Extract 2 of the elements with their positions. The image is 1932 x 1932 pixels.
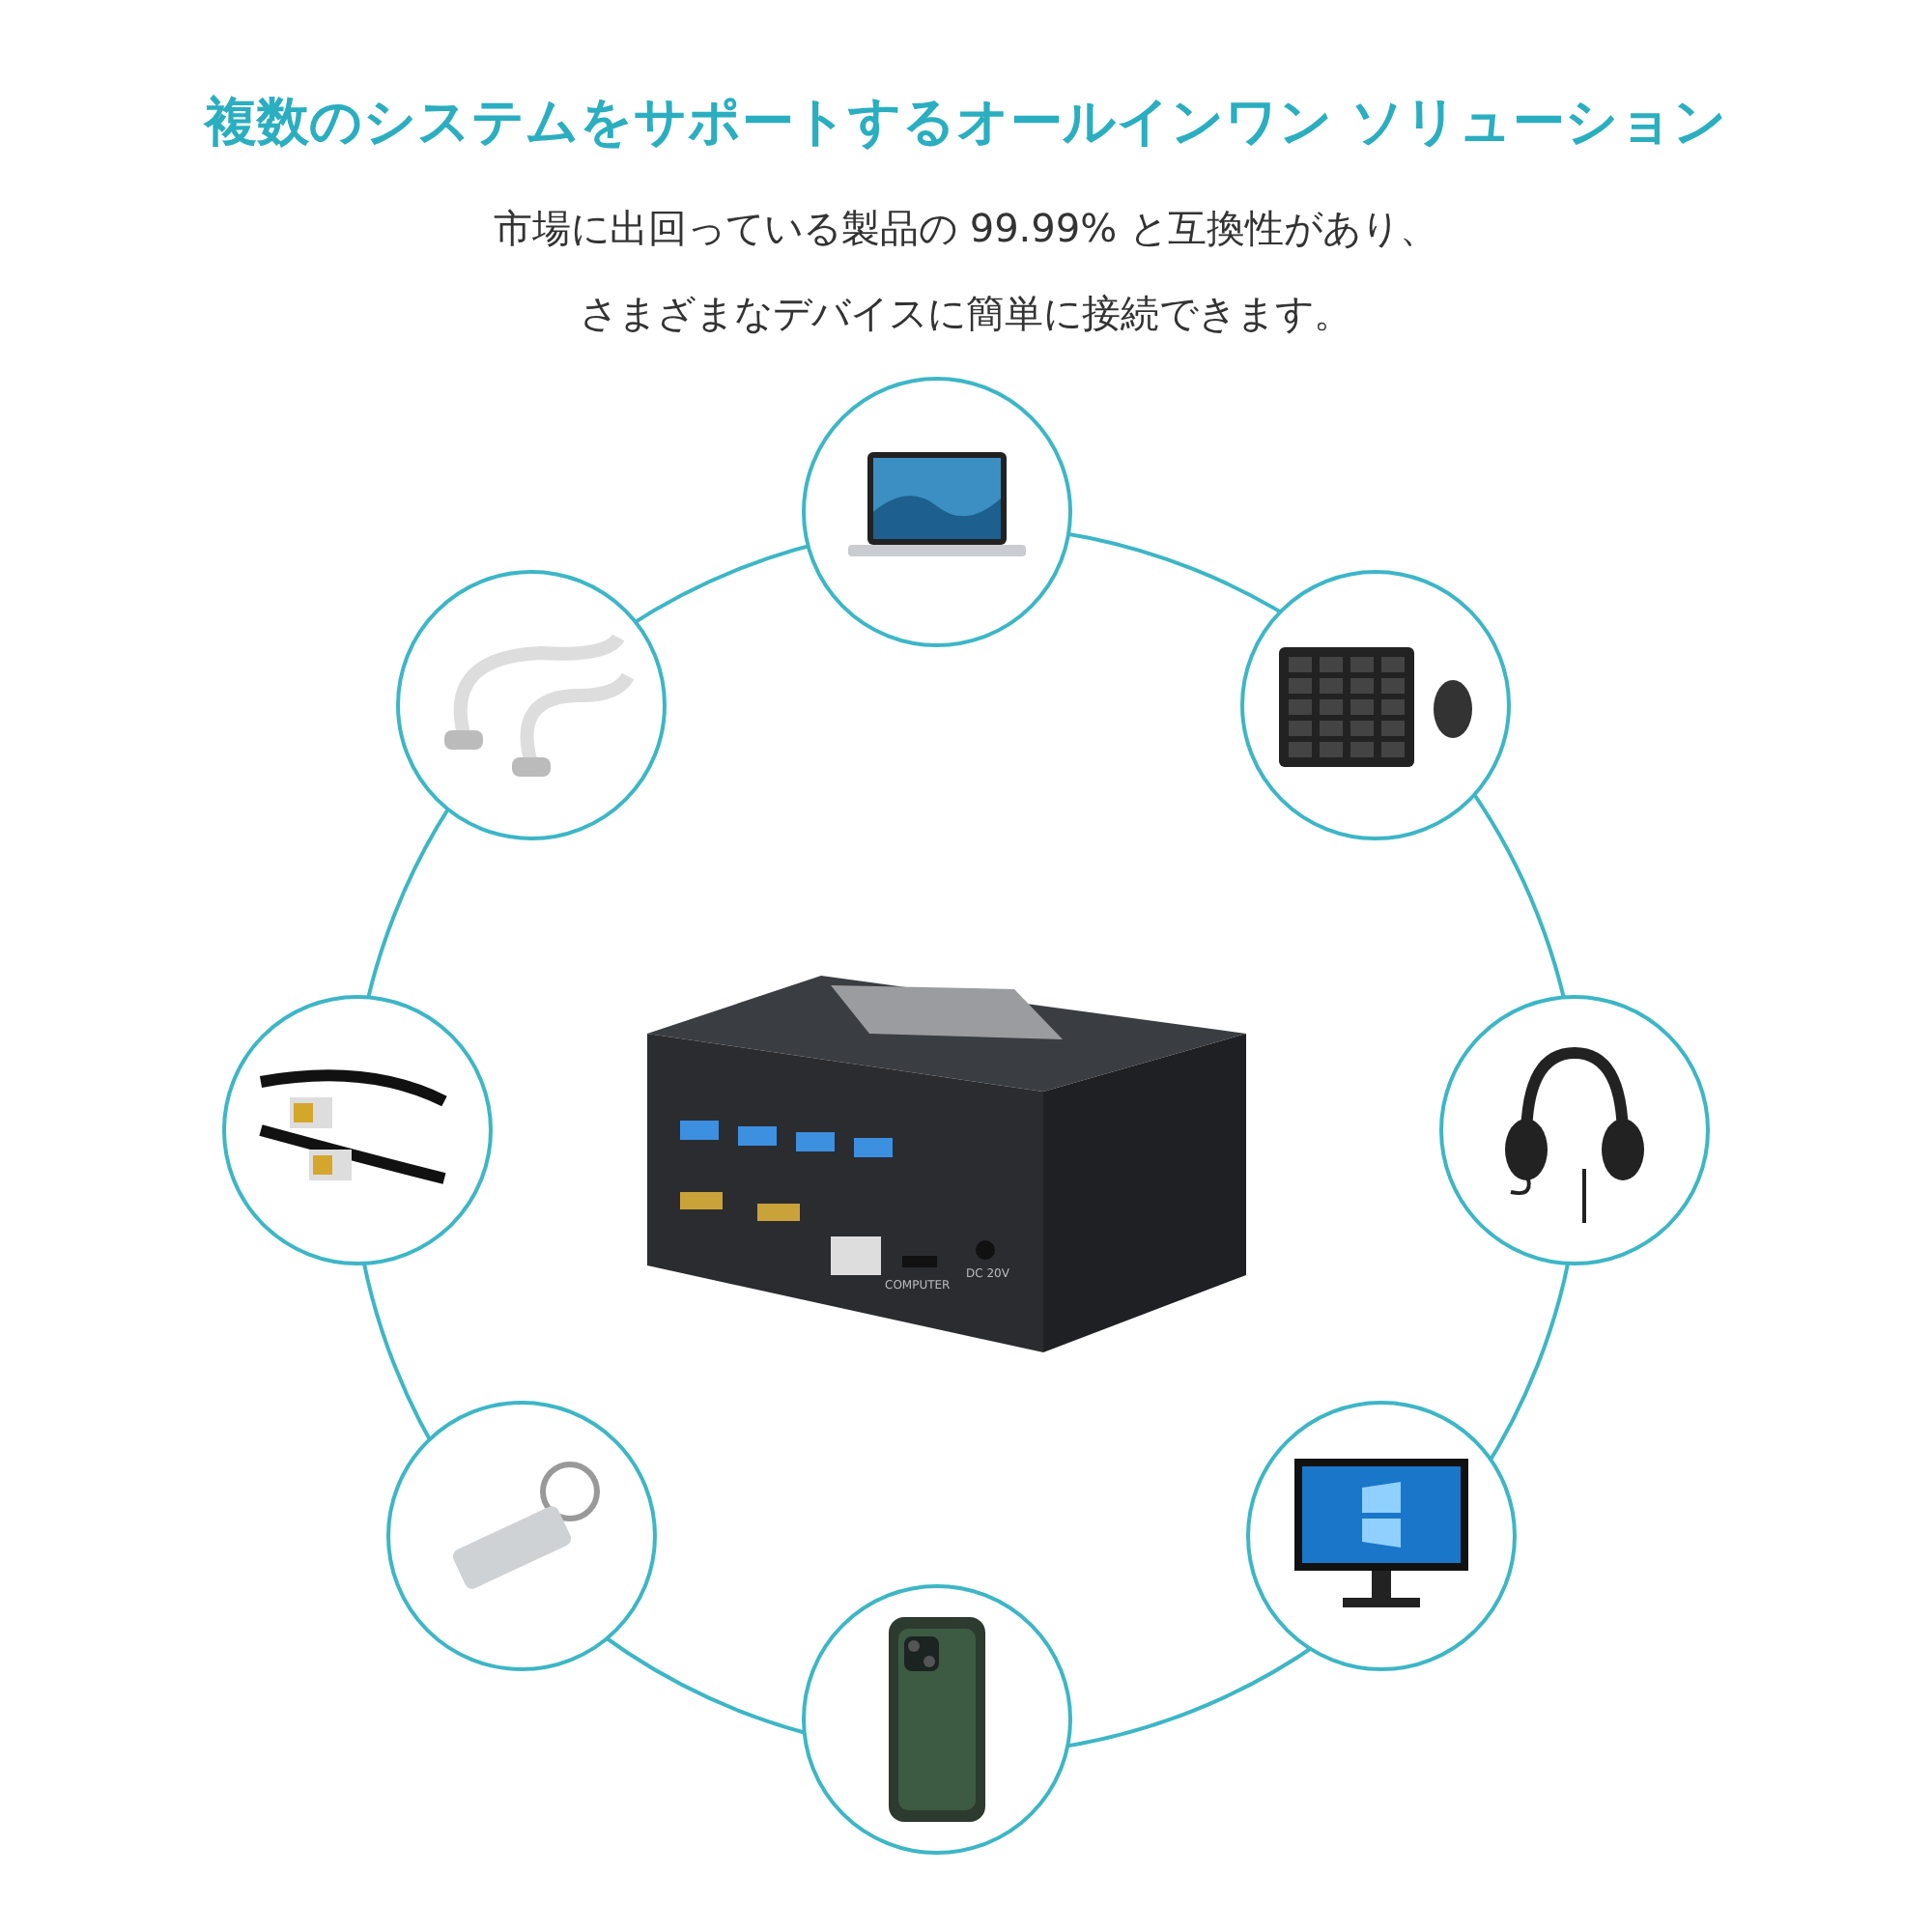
title: 複数のシステムをサポートするオールインワン ソリューション	[201, 91, 1730, 156]
subtitle: 市場に出回っている製品の 99.99% と互換性があり、さまざまなデバイスに簡単に接続できます。	[492, 203, 1440, 340]
